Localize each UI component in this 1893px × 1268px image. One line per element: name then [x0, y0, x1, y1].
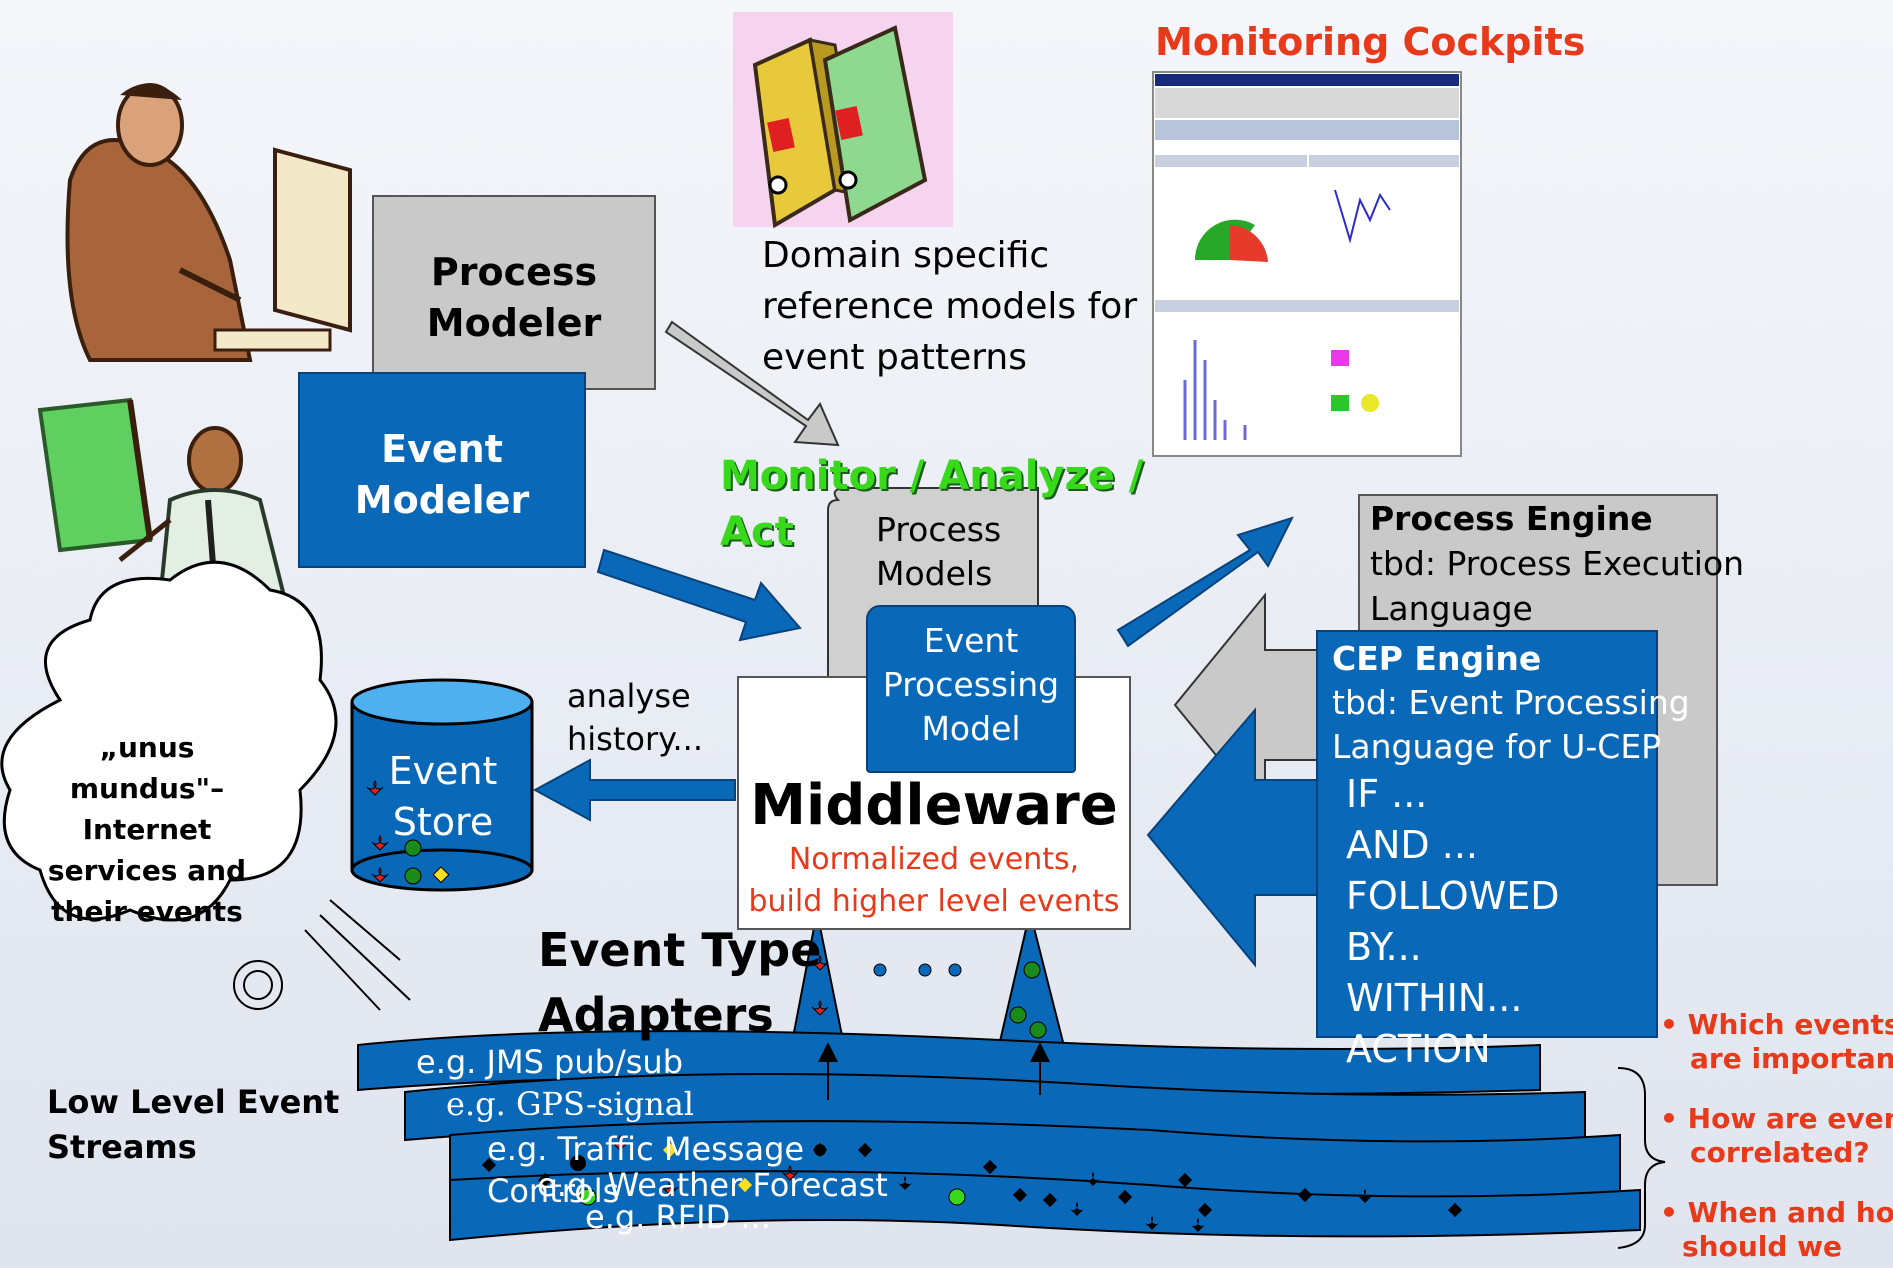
monitoring-cockpits-title: Monitoring Cockpits [1155, 20, 1586, 64]
domain-reference-label: Domain specific reference models for eve… [762, 230, 1137, 383]
analyse-line1: analyse [567, 677, 691, 715]
event-processing-model-box: Event Processing Model [866, 605, 1076, 773]
question-1: • Which events [1660, 1008, 1893, 1041]
arrow-middleware-to-store [532, 758, 736, 822]
person-computer-icon [65, 83, 352, 362]
event-markers [366, 780, 1463, 1232]
process-models-line2: Models [876, 554, 993, 593]
middleware-title: Middleware [750, 773, 1118, 838]
event-modeler-line1: Event [381, 427, 503, 471]
adapters-line2: Adapters [538, 988, 774, 1042]
cep-engine-text2: Language for U-CEP [1332, 727, 1662, 766]
arrow-to-process-engine [1116, 516, 1294, 648]
stream-label-controls: Controls [487, 1172, 620, 1210]
monitor-analyze-line2: Act [720, 509, 794, 555]
cep-rule-within: WITHIN... [1346, 976, 1523, 1020]
process-models-line1: Process [876, 510, 1002, 549]
domain-reference-line3: event patterns [762, 337, 1028, 378]
cep-rule-action: ACTION [1346, 1027, 1491, 1071]
middleware-sub1: Normalized events, [788, 842, 1080, 877]
stream-label-traffic: e.g. Traffic Message [487, 1130, 805, 1168]
analyse-history-label: analyse history... [567, 675, 703, 761]
cloud-line5: their events [51, 895, 243, 928]
question-3: • When and how [1660, 1196, 1893, 1229]
event-store-line2: Store [392, 800, 494, 844]
question-3b: should we [1682, 1230, 1843, 1263]
questions-brace [1617, 1067, 1666, 1249]
presenter-icon [37, 397, 288, 602]
cep-engine-box: CEP Engine tbd: Event Processing Languag… [1316, 630, 1690, 1071]
event-store-cylinder [350, 678, 534, 892]
cloud-line1: „unus [99, 731, 195, 764]
event-store-line1: Event [388, 749, 498, 793]
cloud-text: „unus mundus"– Internet services and the… [40, 727, 254, 932]
cloud-line3: Internet [82, 813, 212, 846]
process-modeler-box: Process Modeler [372, 195, 656, 390]
process-engine-title: Process Engine [1370, 499, 1653, 538]
event-store-label: Event Store [362, 746, 524, 848]
process-models-label: Process Models [876, 508, 1001, 596]
low-level-line2: Streams [47, 1128, 197, 1166]
binders-icon [733, 12, 953, 229]
process-engine-text1: tbd: Process Execution [1370, 544, 1745, 583]
epm-line1: Event [923, 621, 1019, 660]
cep-rule-and: AND ... [1346, 823, 1478, 867]
process-engine-text2: Language [1370, 589, 1533, 628]
stream-label-weather: e.g. Weather Forecast [537, 1166, 888, 1204]
process-modeler-line2: Modeler [426, 301, 602, 345]
monitor-analyze-line1: Monitor / Analyze / [720, 453, 1144, 499]
question-2b: correlated? [1690, 1136, 1870, 1169]
arrow-eventmodeler-to-middleware [596, 548, 802, 642]
cep-rule-followed: FOLLOWED [1346, 874, 1560, 918]
monitor-analyze-act-label: Monitor / Analyze / Act [720, 448, 1143, 560]
cloud-tail-icon [233, 899, 411, 1011]
question-1b: are important [1690, 1042, 1893, 1075]
adapters-line1: Event Type [538, 923, 822, 977]
question-2: • How are events [1660, 1102, 1893, 1135]
domain-reference-line1: Domain specific [762, 235, 1050, 276]
epm-line2: Processing [882, 665, 1060, 704]
stream-label-rfid: e.g. RFID ... [585, 1198, 771, 1236]
domain-reference-line2: reference models for [762, 286, 1138, 327]
cep-engine-title: CEP Engine [1332, 639, 1542, 678]
event-modeler-line2: Modeler [354, 478, 530, 522]
process-modeler-line1: Process [430, 250, 598, 294]
low-level-line1: Low Level Event [47, 1083, 340, 1121]
cockpit-screenshot-icon [1152, 71, 1462, 457]
cloud-line4: services and [47, 854, 247, 887]
arrow-cep-to-middleware [1146, 707, 1321, 968]
questions-list: • Which events are important • How are e… [1660, 1008, 1893, 1264]
event-type-adapters-title: Event Type Adapters [538, 918, 821, 1048]
low-level-streams-label: Low Level Event Streams [47, 1080, 339, 1170]
event-modeler-box: Event Modeler [298, 372, 586, 568]
stream-label-gps: e.g. GPS-signal [446, 1085, 694, 1123]
cep-engine-text1: tbd: Event Processing [1332, 683, 1690, 722]
cep-rule-if: IF ... [1346, 772, 1428, 816]
cep-rule-by: BY... [1346, 925, 1422, 969]
stream-label-jms: e.g. JMS pub/sub [416, 1043, 683, 1081]
cloud-line2: mundus"– [69, 772, 225, 805]
cloud-shape [0, 560, 338, 922]
arrow-to-middleware-gray [664, 320, 840, 447]
middleware-sub2: build higher level events [748, 884, 1120, 919]
analyse-line2: history... [567, 720, 704, 758]
epm-line3: Model [921, 709, 1021, 748]
